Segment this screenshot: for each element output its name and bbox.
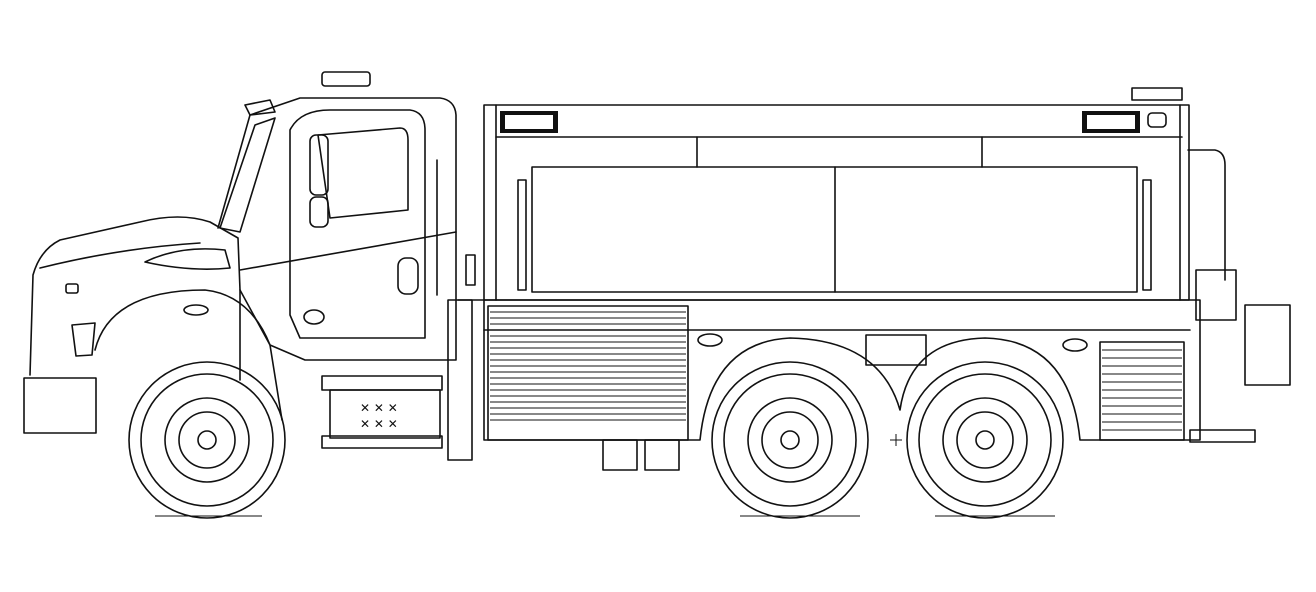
pump-boxes xyxy=(602,439,680,471)
middle-rear-wheel xyxy=(711,361,869,519)
cab xyxy=(217,71,476,361)
front-wheel xyxy=(128,361,286,519)
fuel-tank-step: ✕ ✕ ✕ ✕ ✕ ✕ xyxy=(321,375,443,449)
tread-pattern-icon: ✕ ✕ ✕ xyxy=(360,417,398,431)
lower-body xyxy=(447,299,1201,461)
rear-pump xyxy=(1189,269,1291,443)
roll-up-door-right xyxy=(1099,341,1185,441)
hood xyxy=(23,216,283,434)
tank-body xyxy=(483,87,1226,301)
rear-wheel xyxy=(906,361,1064,519)
tread-pattern-icon: ✕ ✕ ✕ xyxy=(360,401,398,415)
axle-center-mark xyxy=(890,434,902,446)
roll-up-door-left xyxy=(487,305,689,441)
